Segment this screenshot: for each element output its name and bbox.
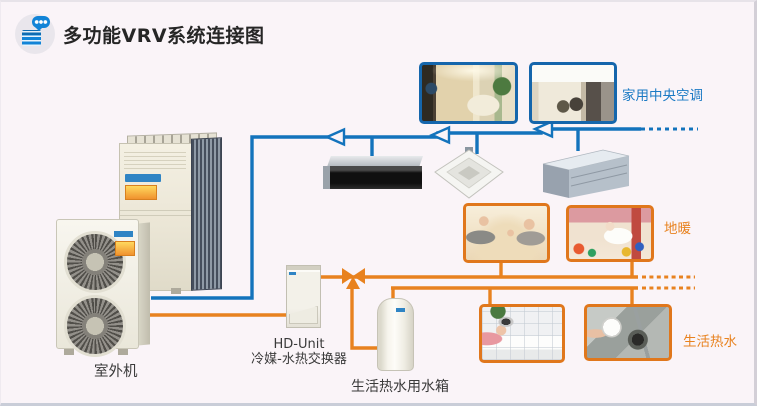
unit-front-panel xyxy=(56,219,139,357)
daikin-logo xyxy=(114,231,133,237)
floor-heating-zone-label: 地暖 xyxy=(664,221,691,237)
photo-family-playing xyxy=(463,203,550,263)
energy-label xyxy=(125,185,157,200)
page-title: 多功能VRV系统连接图 xyxy=(63,25,265,47)
hd-unit-name: HD-Unit xyxy=(273,337,325,352)
refrigerant-flow-arrow-icons xyxy=(324,119,554,147)
unit-leg xyxy=(171,288,181,294)
hd-unit-heat-exchanger xyxy=(286,265,321,328)
unit-top-strip xyxy=(287,266,320,270)
water-tank-label: 生活热水用水箱 xyxy=(351,379,449,395)
speech-bubble-tail xyxy=(35,27,43,35)
hd-unit-label: HD-Unit 冷媒-水热交换器 xyxy=(238,337,360,367)
hot-water-tank xyxy=(377,298,414,371)
outdoor-unit-glyph-icon xyxy=(22,30,41,46)
cassette-indoor-unit xyxy=(434,147,504,199)
air-conditioner-chat-icon xyxy=(15,14,55,54)
photo-office-room xyxy=(529,62,617,124)
vent-slits xyxy=(124,149,186,169)
hot-water-line xyxy=(391,286,638,301)
energy-label xyxy=(115,241,135,256)
daikin-logo xyxy=(125,174,161,182)
outdoor-unit-label: 室外机 xyxy=(94,364,138,380)
central-ac-zone-label: 家用中央空调 xyxy=(622,88,703,104)
photo-shower xyxy=(479,304,565,363)
fan-grille-icon xyxy=(64,231,126,293)
mini-outdoor-unit xyxy=(56,214,150,357)
unit-leg xyxy=(118,349,128,355)
unit-side-grille xyxy=(191,137,222,291)
hot-water-zone-label: 生活热水 xyxy=(683,334,737,350)
three-way-valve-icon xyxy=(342,268,365,289)
panel-seam xyxy=(120,210,192,216)
unit-top-face xyxy=(327,156,423,167)
valve-to-tank-line xyxy=(350,282,379,350)
daikin-logo xyxy=(396,308,405,312)
unit-front-face xyxy=(323,166,422,189)
fan-grille-icon xyxy=(64,295,126,357)
hd-unit-desc: 冷媒-水热交换器 xyxy=(251,351,347,367)
photo-living-room xyxy=(419,62,518,124)
unit-lower-cover xyxy=(289,306,318,324)
ducted-indoor-unit xyxy=(323,156,425,196)
console-indoor-unit xyxy=(542,149,630,198)
photo-dishwashing xyxy=(584,304,672,361)
unit-leg xyxy=(64,349,74,355)
photo-baby-playing xyxy=(566,205,654,262)
speech-bubble-icon xyxy=(32,16,50,28)
daikin-logo xyxy=(289,272,296,275)
